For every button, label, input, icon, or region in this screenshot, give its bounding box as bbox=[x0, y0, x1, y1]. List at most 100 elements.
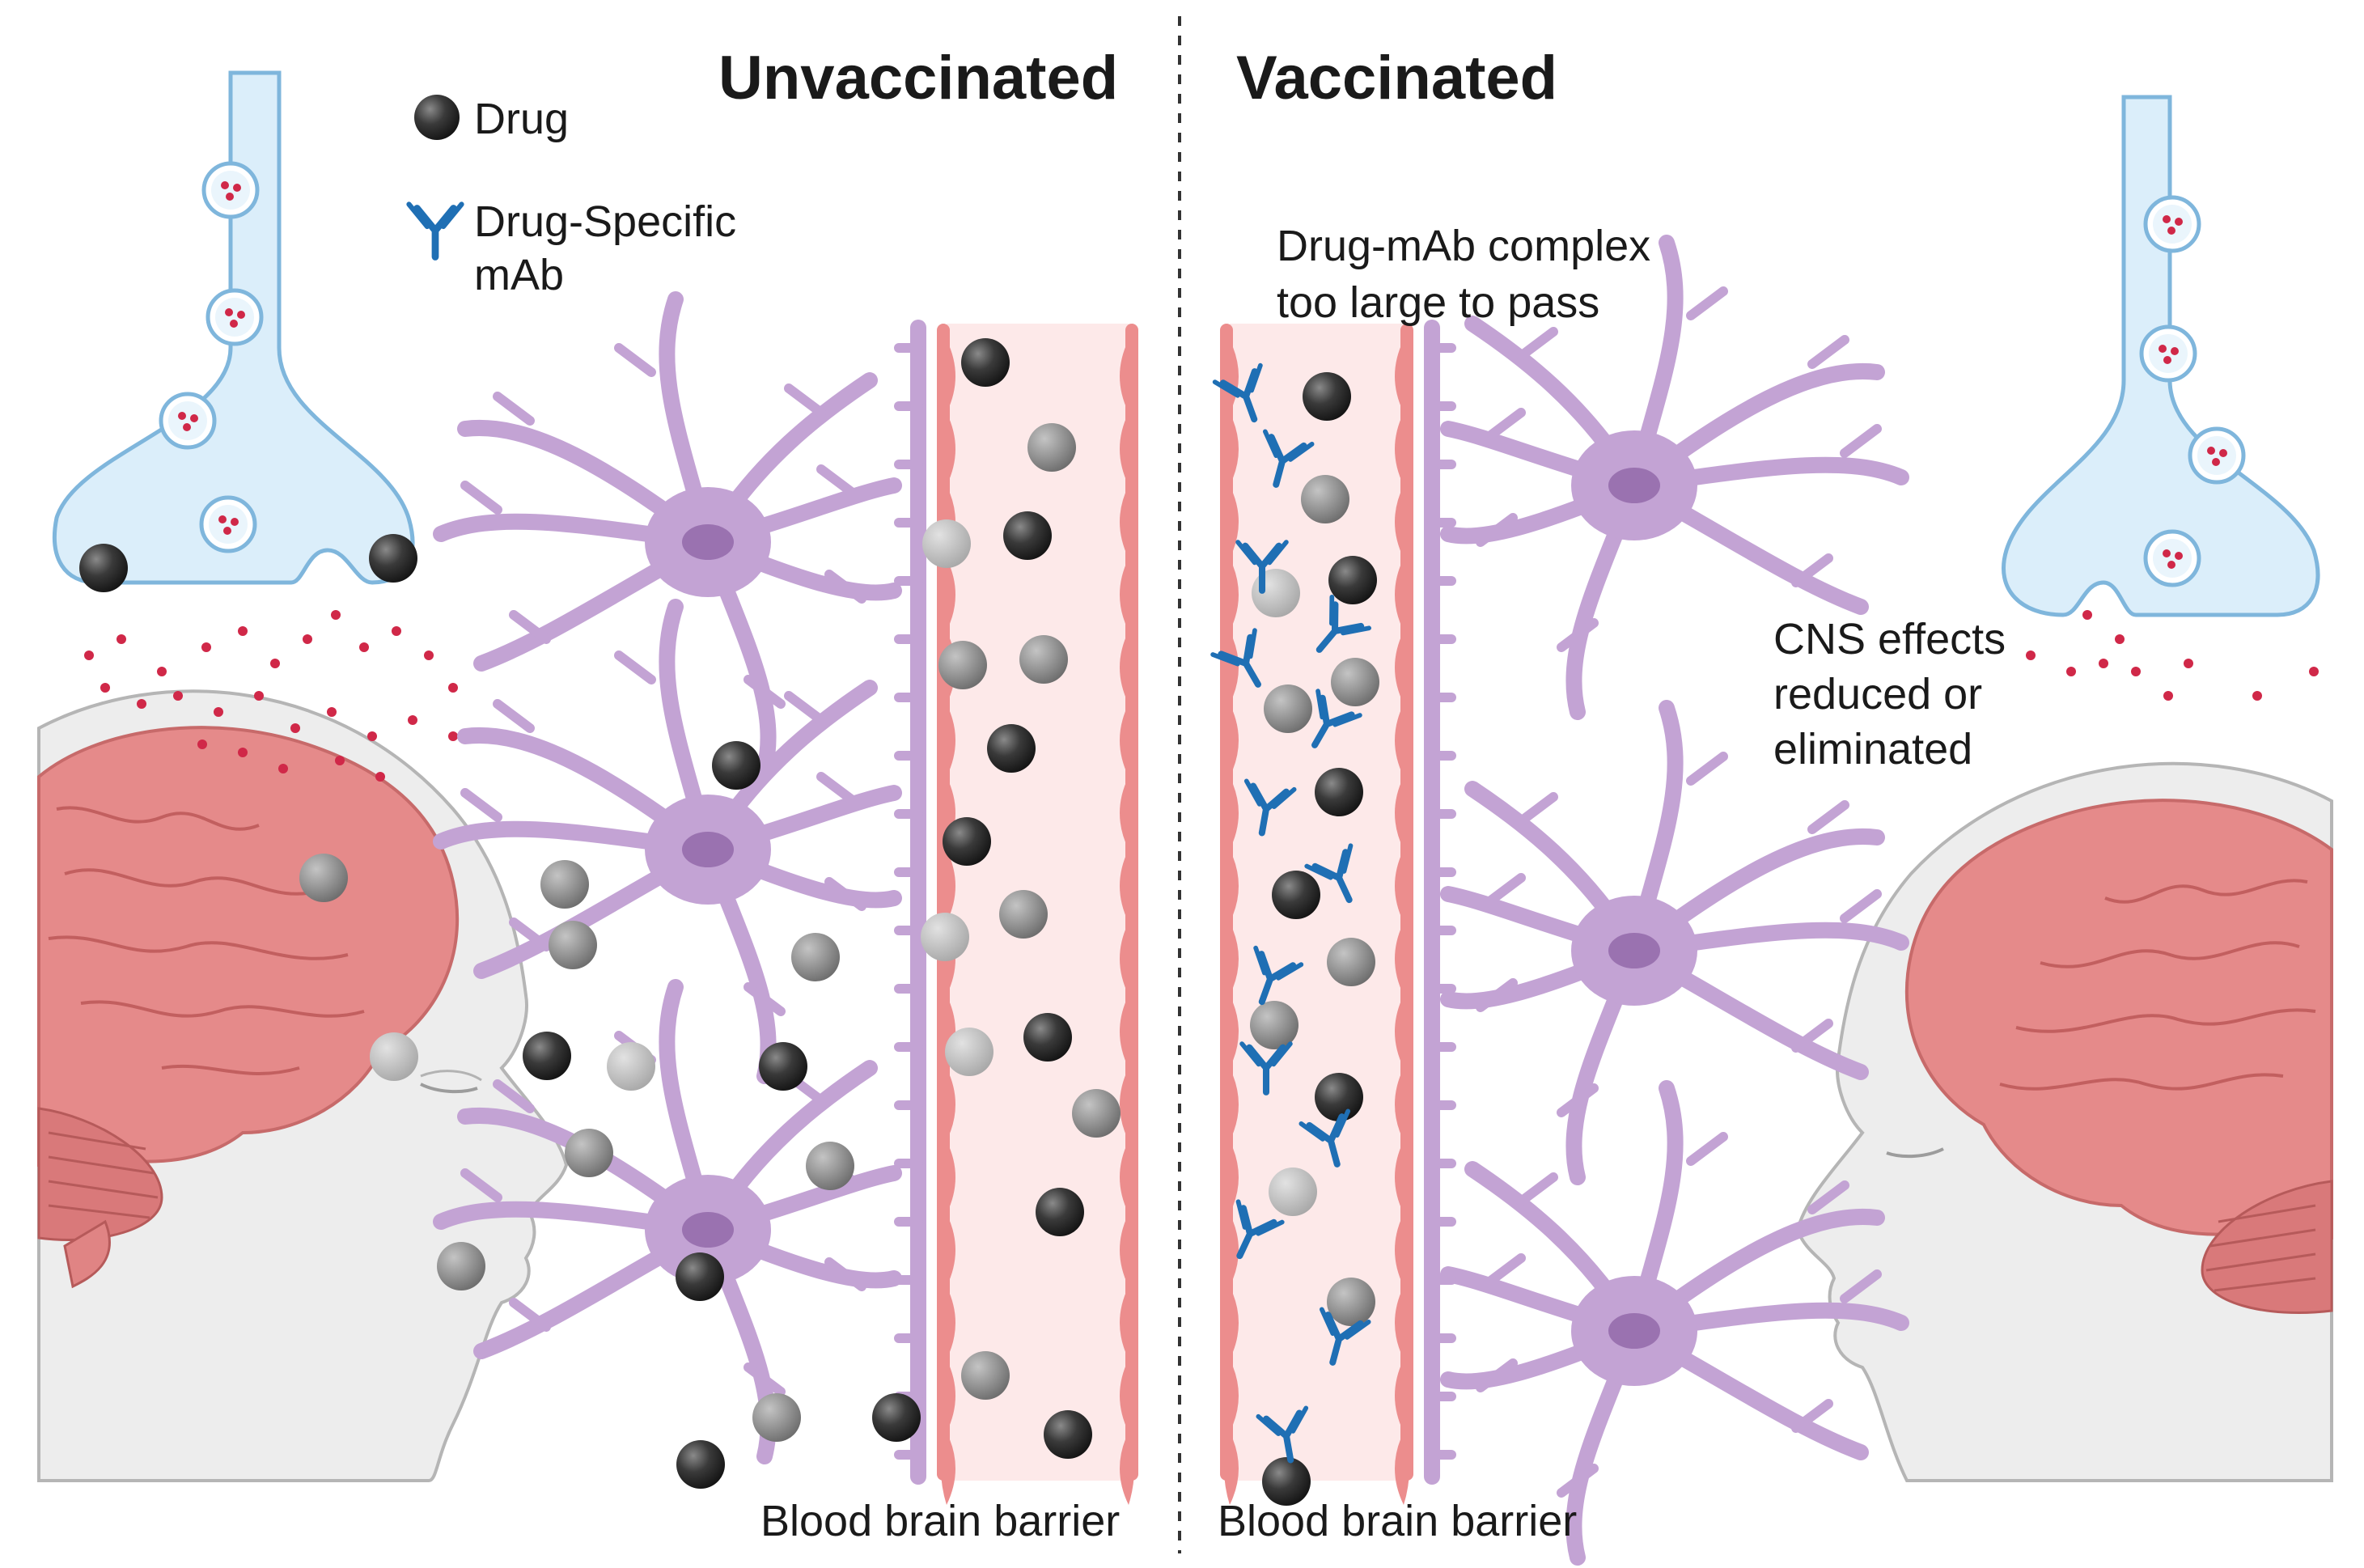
neurotransmitter-dot bbox=[270, 659, 280, 668]
neuron-process bbox=[1840, 1269, 1882, 1303]
neurotransmitter-dot bbox=[2163, 691, 2173, 701]
drug-particles-left bbox=[299, 338, 1121, 1489]
neuron-process bbox=[816, 772, 858, 806]
neuron-process bbox=[824, 570, 866, 604]
drug-particle bbox=[1262, 1457, 1311, 1506]
drug-particle bbox=[1003, 511, 1052, 560]
drug-particle bbox=[759, 1042, 807, 1091]
drug-particle bbox=[1250, 1001, 1299, 1049]
brain-left bbox=[37, 726, 460, 1289]
drug-particle bbox=[712, 741, 760, 790]
drug-particle bbox=[549, 921, 597, 969]
drug-particle bbox=[369, 534, 417, 583]
legend: Drug Drug-Specific mAb bbox=[409, 95, 736, 299]
neuron-process bbox=[614, 343, 656, 377]
drug-particle bbox=[1264, 684, 1312, 733]
neuron-group-right bbox=[1440, 235, 1909, 1566]
vaccinated-title: Vaccinated bbox=[1236, 44, 1557, 112]
drug-particle bbox=[943, 817, 991, 866]
drug-particle bbox=[1036, 1188, 1084, 1236]
neuron-process bbox=[460, 481, 502, 515]
neuron-process bbox=[460, 1168, 502, 1202]
drug-particle bbox=[1019, 635, 1068, 684]
neurotransmitter-dot bbox=[448, 683, 458, 693]
drug-particle bbox=[1027, 423, 1076, 472]
drug-mab-complexes bbox=[1213, 366, 1379, 1506]
drug-legend-label: Drug bbox=[474, 95, 569, 143]
neurotransmitter-dot bbox=[137, 699, 146, 709]
end-feet-membrane bbox=[910, 320, 926, 1485]
neuron-process bbox=[1484, 408, 1526, 442]
cns-note-line1: CNS effects bbox=[1773, 615, 2006, 663]
complex-note-line2: too large to pass bbox=[1277, 278, 1599, 327]
drug-particle bbox=[945, 1028, 993, 1076]
neurotransmitter-dot bbox=[2082, 610, 2092, 620]
neurotransmitter-dot bbox=[278, 764, 288, 773]
drug-particle bbox=[1331, 658, 1379, 706]
neurotransmitter-dot bbox=[2099, 659, 2108, 668]
vessel-wall bbox=[1220, 324, 1233, 1481]
drug-particle bbox=[921, 913, 969, 961]
drug-particle bbox=[607, 1042, 655, 1091]
neurotransmitter-dot bbox=[367, 731, 377, 741]
bbb-label-right: Blood brain barrier bbox=[1218, 1497, 1577, 1545]
drug-particle bbox=[938, 641, 987, 689]
neuron-process bbox=[816, 464, 858, 498]
drug-particle bbox=[540, 860, 589, 909]
mab-legend-label-2: mAb bbox=[474, 251, 564, 299]
neurotransmitter-dot bbox=[2252, 691, 2262, 701]
neurotransmitter-dot bbox=[327, 707, 337, 717]
neurotransmitter-dot bbox=[238, 748, 248, 757]
drug-particle bbox=[999, 890, 1048, 939]
neuron-process bbox=[1476, 978, 1518, 1012]
drug-particle bbox=[1327, 938, 1375, 986]
drug-particle bbox=[922, 519, 971, 568]
neurotransmitter-dot bbox=[448, 731, 458, 741]
bbb-label-left: Blood brain barrier bbox=[760, 1497, 1120, 1545]
neuron-nucleus bbox=[682, 524, 734, 560]
neurotransmitter-dot bbox=[2026, 651, 2036, 660]
neuron-process bbox=[1557, 1083, 1599, 1117]
drug-particle bbox=[676, 1440, 725, 1489]
vessel-wall bbox=[1125, 324, 1138, 1481]
neuron-process bbox=[1686, 752, 1728, 786]
neuron-process bbox=[824, 877, 866, 911]
neuron-nucleus bbox=[1608, 1313, 1660, 1349]
drug-legend-icon bbox=[414, 95, 460, 140]
drug-particle bbox=[1315, 1073, 1363, 1121]
drug-particle bbox=[806, 1142, 854, 1190]
neuron-process bbox=[824, 1257, 866, 1291]
drug-particle bbox=[961, 338, 1010, 387]
unvaccinated-title: Unvaccinated bbox=[718, 44, 1118, 112]
neuron-process bbox=[1557, 1464, 1599, 1498]
neurotransmitter-cloud-left bbox=[84, 610, 458, 782]
complex-note-line1: Drug-mAb complex bbox=[1277, 222, 1650, 270]
drug-particle bbox=[872, 1393, 921, 1442]
neurotransmitter-dot bbox=[157, 667, 167, 676]
head-silhouette-right bbox=[1795, 761, 2333, 1482]
neurotransmitter-dot bbox=[197, 740, 207, 749]
neurotransmitter-dot bbox=[424, 651, 434, 660]
neuron-process bbox=[509, 1298, 551, 1332]
neuron-process bbox=[744, 1362, 786, 1396]
neurotransmitter-dot bbox=[2131, 667, 2141, 676]
neurotransmitter-dot bbox=[214, 707, 223, 717]
drug-particle bbox=[987, 724, 1036, 773]
neuron-process bbox=[1840, 889, 1882, 923]
drug-particle bbox=[1272, 871, 1320, 919]
drug-particle bbox=[791, 933, 840, 981]
neuron-process bbox=[493, 1079, 535, 1113]
neuron-group-left bbox=[433, 291, 902, 1464]
neurotransmitter-dot bbox=[2309, 667, 2319, 676]
neuron-process bbox=[1791, 1399, 1833, 1433]
drug-particle bbox=[1072, 1089, 1121, 1138]
drug-particle bbox=[437, 1242, 485, 1290]
neurotransmitter-dot bbox=[254, 691, 264, 701]
neurotransmitter-dot bbox=[392, 626, 401, 636]
neuron-process bbox=[1807, 800, 1849, 834]
neuron-process bbox=[784, 384, 826, 417]
neurotransmitter-dot bbox=[408, 715, 417, 725]
neuron-process bbox=[1791, 1019, 1833, 1053]
neuron-nucleus bbox=[1608, 468, 1660, 503]
neuron-nucleus bbox=[1608, 933, 1660, 968]
